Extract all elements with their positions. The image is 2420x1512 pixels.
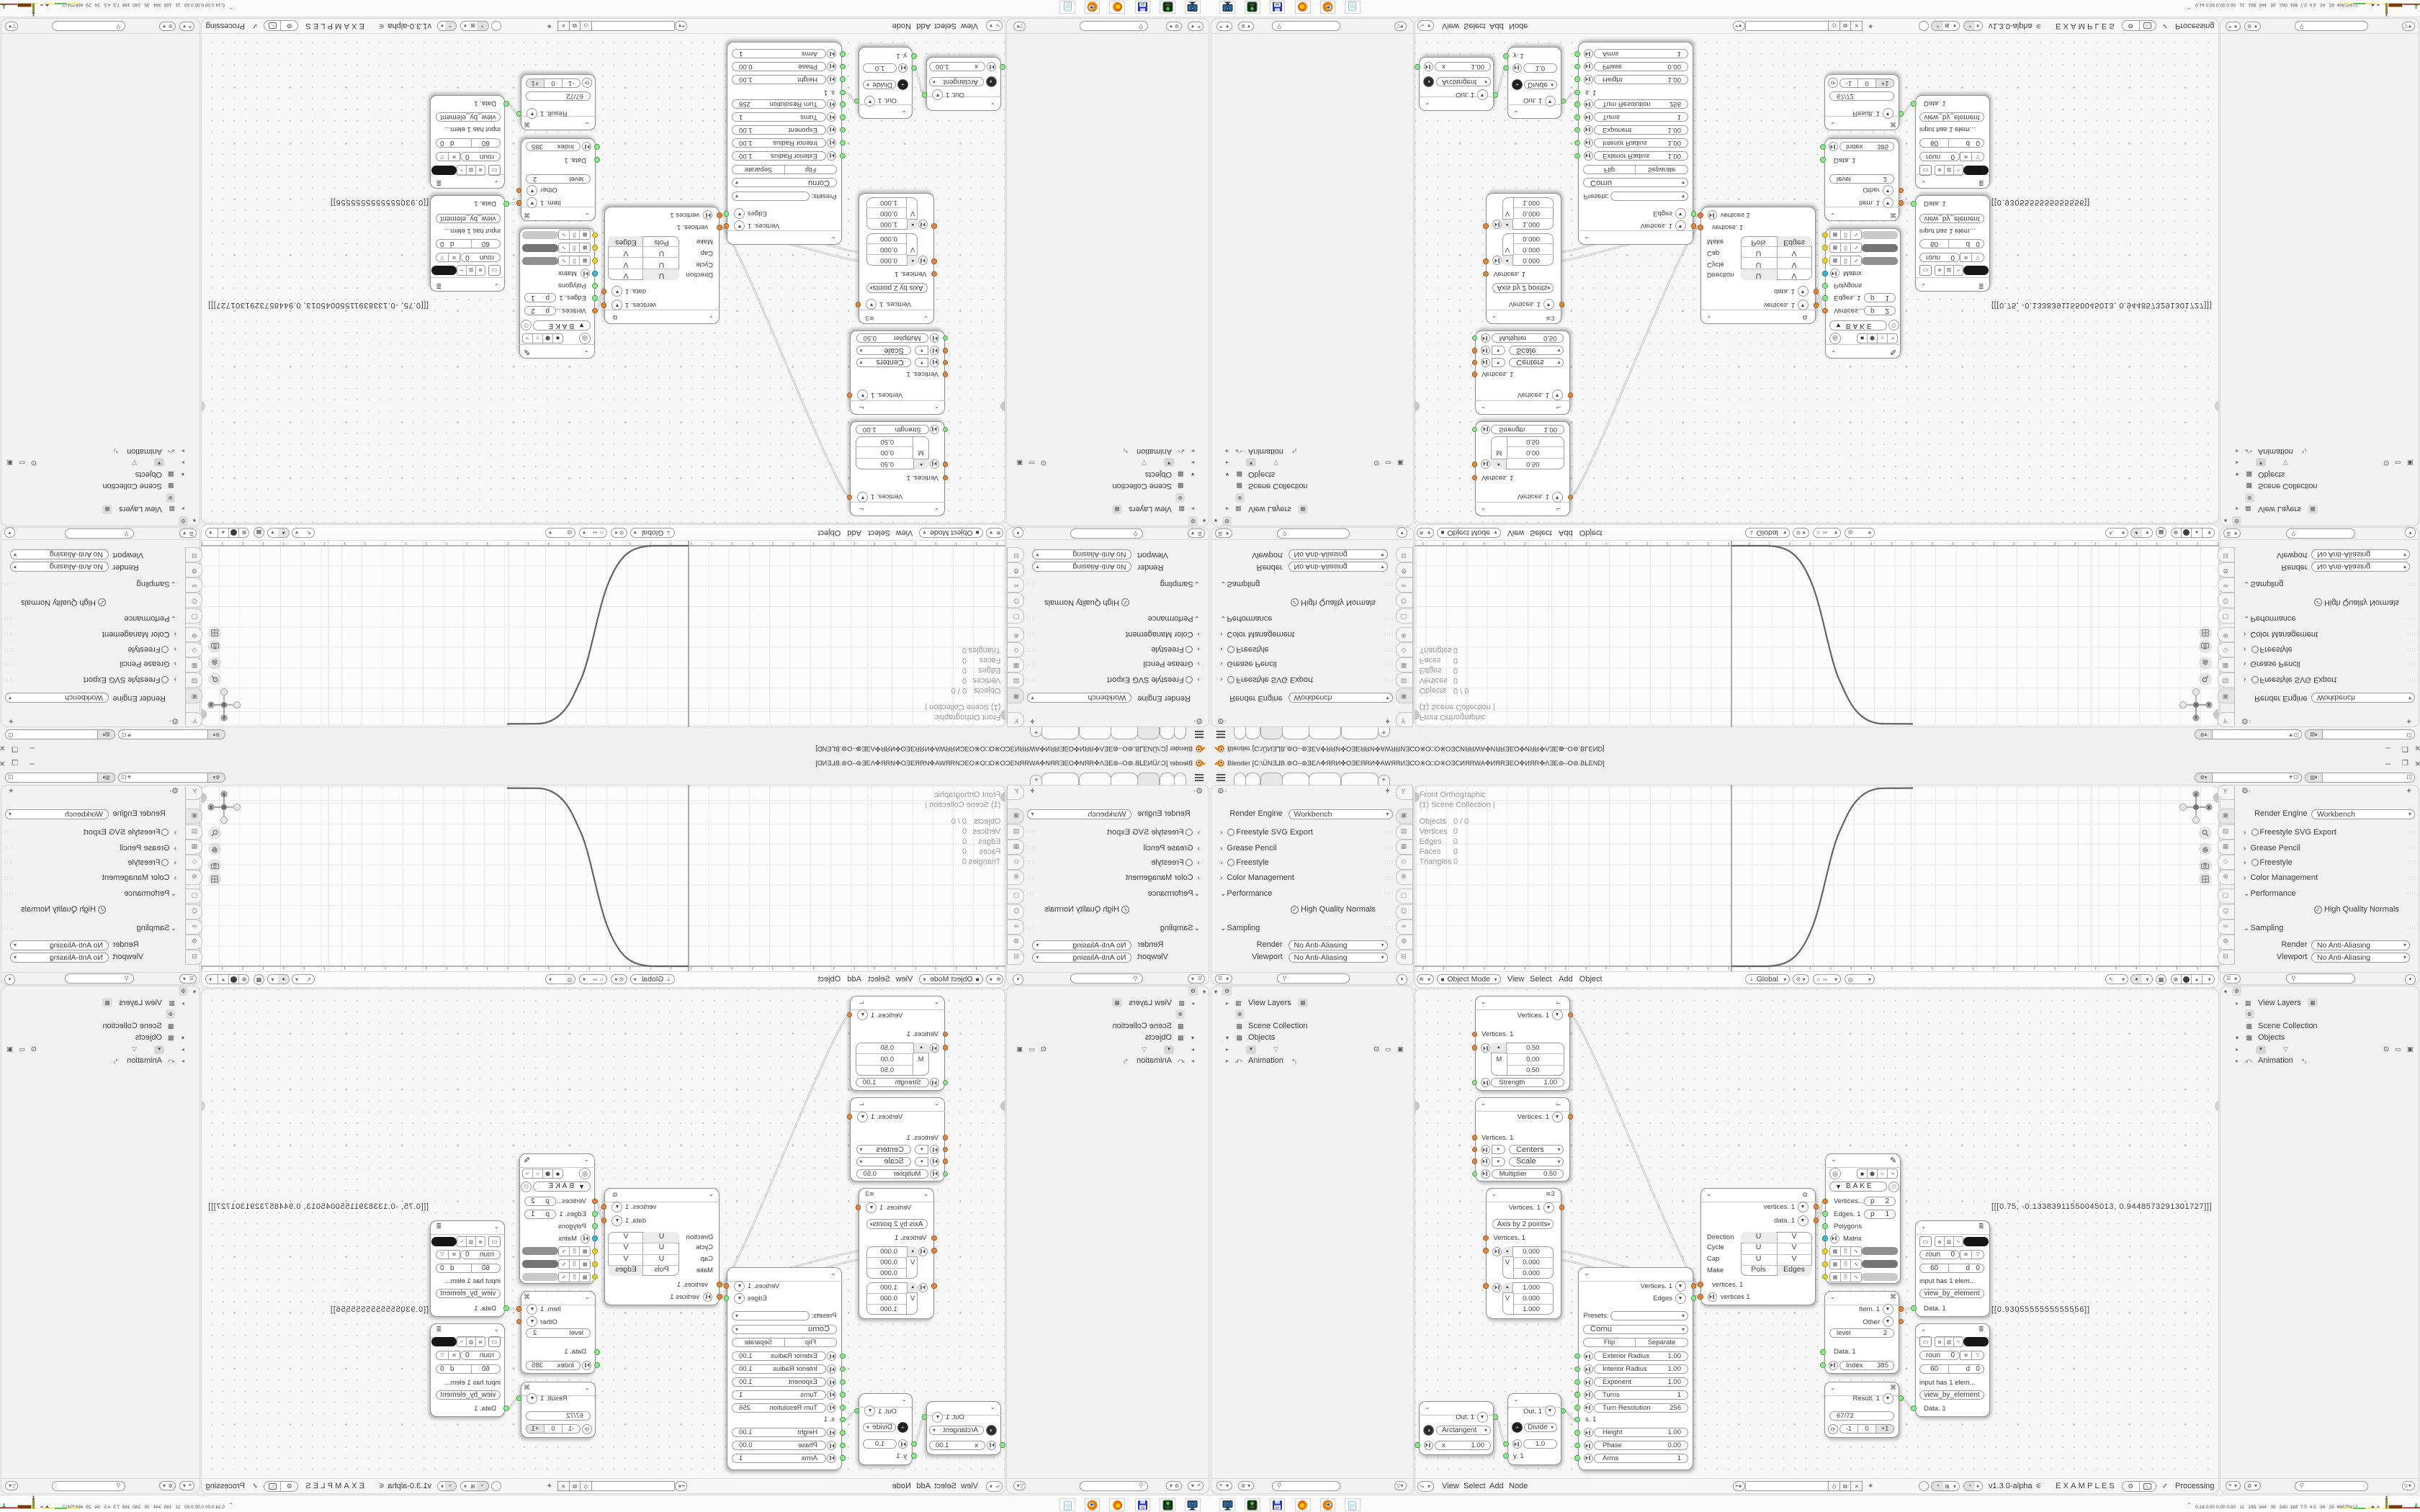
svg-text:×: × bbox=[223, 702, 225, 707]
svg-text:64: 64 bbox=[1276, 3, 1280, 6]
svg-text:z: z bbox=[223, 793, 225, 798]
svg-text:x: x bbox=[2208, 806, 2210, 811]
svg-text:64: 64 bbox=[1141, 1506, 1145, 1509]
svg-text:x: x bbox=[2208, 702, 2210, 707]
svg-text:z: z bbox=[2195, 793, 2197, 798]
svg-text:×: × bbox=[223, 806, 225, 811]
svg-text:×: × bbox=[2195, 702, 2197, 707]
svg-text:64: 64 bbox=[1276, 1506, 1280, 1509]
svg-text:×: × bbox=[2195, 806, 2197, 811]
svg-text:64: 64 bbox=[1141, 3, 1145, 6]
svg-text:z: z bbox=[2195, 715, 2197, 720]
svg-text:x: x bbox=[210, 702, 212, 707]
svg-text:x: x bbox=[210, 806, 212, 811]
svg-text:z: z bbox=[223, 715, 225, 720]
